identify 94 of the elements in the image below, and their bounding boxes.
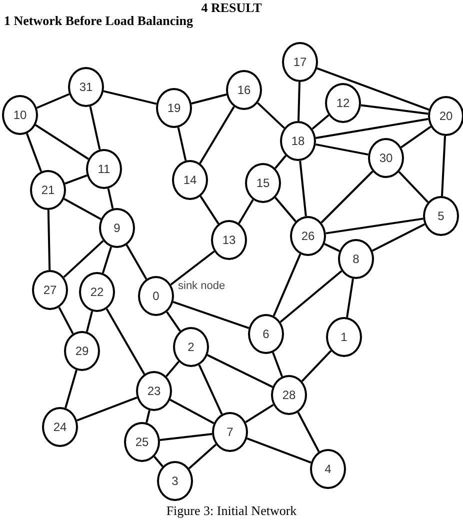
link-line: [320, 170, 374, 224]
link-line: [274, 155, 287, 169]
network-node: 13: [211, 220, 247, 260]
network-node: 22: [79, 272, 115, 312]
link-line: [274, 196, 296, 222]
link-line: [316, 118, 428, 139]
link-line: [200, 196, 220, 224]
link-line: [160, 433, 212, 441]
network-node: 4: [310, 449, 346, 489]
network-node: 19: [156, 88, 192, 128]
link-line: [316, 143, 368, 156]
subsection-heading: 1 Network Before Load Balancing: [4, 13, 193, 29]
link-line: [297, 412, 320, 452]
link-line: [170, 250, 215, 286]
network-node: 30: [368, 138, 404, 178]
link-line: [64, 198, 102, 220]
link-line: [199, 106, 235, 164]
link-line: [103, 90, 157, 105]
link-line: [102, 246, 112, 274]
link-line: [107, 188, 114, 209]
network-node: 21: [30, 170, 66, 210]
link-line: [360, 104, 428, 115]
link-line: [146, 410, 150, 423]
network-node: 1: [326, 317, 362, 357]
link-line: [238, 199, 254, 224]
network-node: 6: [248, 314, 284, 354]
link-line: [298, 82, 300, 122]
network-node: 20: [428, 96, 463, 136]
network-node: 10: [2, 95, 38, 135]
network-node: 17: [282, 42, 318, 82]
section-heading: 4 RESULT: [200, 0, 263, 16]
network-node: 9: [99, 208, 135, 248]
network-node: 16: [226, 70, 262, 110]
network-node: 3: [157, 461, 193, 501]
network-node: 18: [280, 121, 316, 161]
network-node: 26: [290, 216, 326, 256]
link-line: [76, 396, 138, 422]
link-line: [86, 311, 94, 332]
link-line: [299, 160, 307, 216]
link-line: [316, 67, 430, 111]
link-line: [272, 352, 283, 377]
link-line: [398, 171, 429, 203]
link-line: [166, 311, 181, 332]
link-line: [154, 456, 164, 468]
link-line: [191, 94, 227, 104]
link-line: [26, 133, 42, 172]
link-line: [301, 350, 332, 382]
link-line: [47, 210, 51, 270]
network-node: 5: [423, 196, 459, 236]
network-node: 25: [124, 422, 160, 462]
link-line: [246, 438, 312, 464]
link-line: [326, 218, 424, 234]
figure-caption: Figure 3: Initial Network: [165, 503, 298, 519]
network-node: 12: [325, 83, 361, 123]
link-line: [346, 278, 354, 318]
link-line: [170, 398, 214, 424]
link-line: [172, 301, 250, 329]
link-line: [312, 114, 330, 130]
link-line: [188, 444, 217, 470]
network-node: 29: [64, 331, 100, 371]
link-line: [280, 270, 342, 323]
network-node: 27: [32, 270, 68, 310]
link-line: [64, 370, 78, 408]
link-line: [126, 244, 148, 280]
node-annotation: sink node: [178, 280, 226, 292]
link-line: [35, 124, 89, 160]
link-line: [245, 404, 274, 424]
link-line: [89, 106, 101, 150]
network-node: 8: [338, 239, 374, 279]
link-line: [324, 243, 340, 252]
link-line: [36, 93, 70, 109]
network-node: 24: [42, 407, 78, 447]
link-line: [257, 102, 285, 129]
link-line: [207, 354, 273, 388]
network-node: 14: [172, 160, 208, 200]
link-line: [166, 360, 180, 378]
link-line: [177, 127, 187, 161]
network-node: 31: [68, 67, 104, 107]
network-node: 2: [173, 327, 209, 367]
link-line: [441, 136, 446, 196]
link-line: [106, 308, 146, 375]
link-line: [198, 364, 223, 415]
link-line: [272, 254, 302, 316]
link-line: [64, 174, 88, 185]
network-node: 28: [271, 375, 307, 415]
network-node: 23: [136, 371, 172, 411]
link-line: [63, 240, 104, 278]
link-line: [58, 306, 74, 334]
link-line: [372, 223, 426, 252]
network-node: 7: [212, 412, 248, 452]
network-node: 0: [138, 276, 174, 316]
network-node: 15: [245, 163, 281, 203]
network-node: 11: [86, 149, 122, 189]
link-line: [400, 126, 432, 148]
